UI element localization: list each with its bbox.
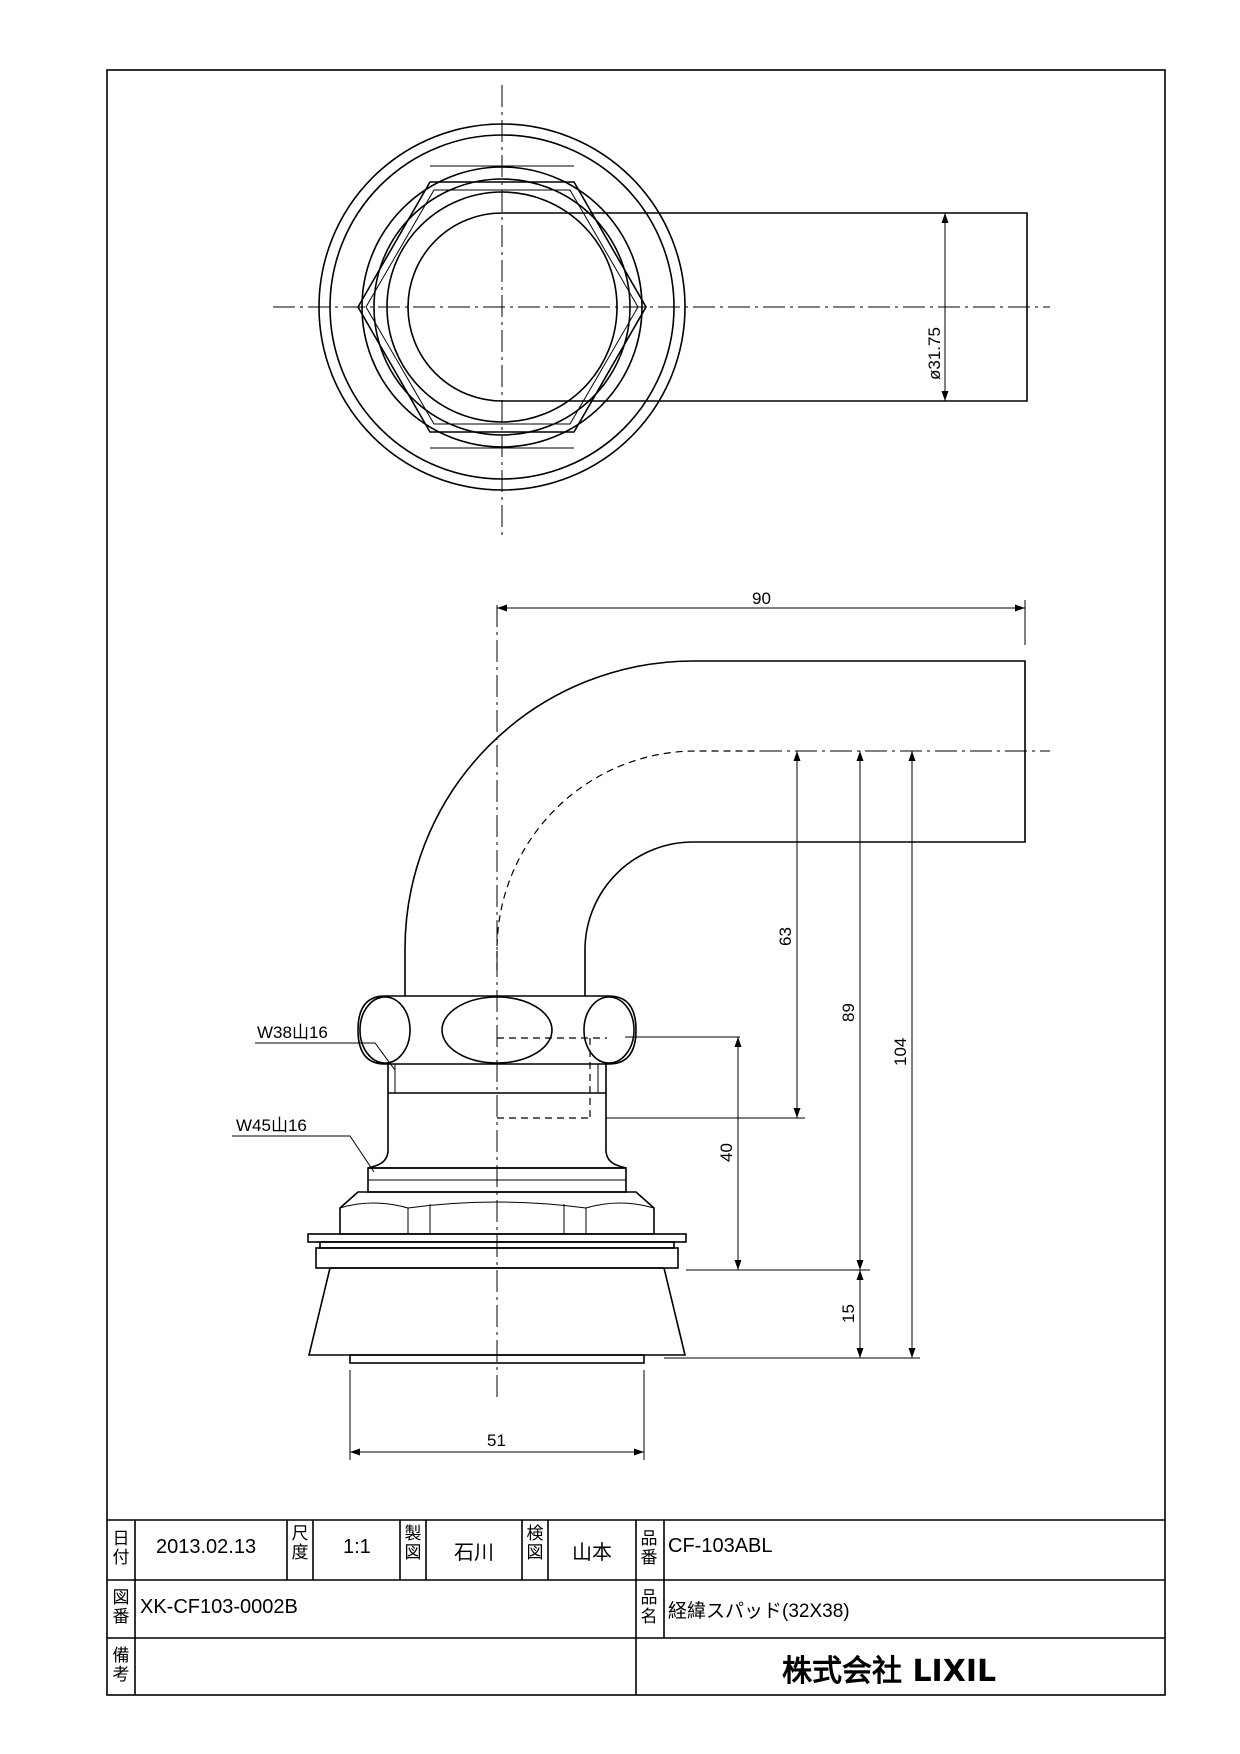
scale-label: 尺度 <box>291 1524 309 1562</box>
product-no-value: CF-103ABL <box>668 1535 773 1557</box>
dim-63: 63 <box>776 927 795 946</box>
drawing-no-label: 図番 <box>112 1588 130 1626</box>
checker-value: 山本 <box>572 1542 612 1564</box>
product-no-label: 品番 <box>640 1529 658 1567</box>
dim-90: 90 <box>752 589 771 608</box>
dim-104: 104 <box>891 1038 910 1066</box>
side-view <box>232 600 1050 1460</box>
product-name-value: 経緯スパッド(32X38) <box>668 1601 850 1622</box>
title-block <box>107 1519 1165 1695</box>
date-label: 日付 <box>112 1529 130 1567</box>
remarks-label: 備考 <box>112 1646 130 1684</box>
checker-label: 検図 <box>526 1524 544 1562</box>
dim-40: 40 <box>717 1143 736 1162</box>
top-view <box>273 85 1050 535</box>
callout-thread-lower: W45山16 <box>236 1116 307 1135</box>
drawing-border <box>106 69 1166 1696</box>
product-name-label: 品名 <box>640 1588 658 1626</box>
drawing-no-value: XK-CF103-0002B <box>140 1596 298 1618</box>
date-value: 2013.02.13 <box>156 1536 257 1558</box>
company-logo: 株式会社 LIXIL <box>782 1654 997 1689</box>
dim-diameter: ø31.75 <box>925 327 944 380</box>
dim-89: 89 <box>839 1003 858 1022</box>
drafter-value: 石川 <box>454 1542 494 1564</box>
dim-51: 51 <box>487 1431 506 1450</box>
callout-thread-upper: W38山16 <box>257 1023 328 1042</box>
scale-value: 1:1 <box>343 1536 371 1558</box>
dim-15: 15 <box>839 1304 858 1323</box>
drafter-label: 製図 <box>404 1524 422 1562</box>
